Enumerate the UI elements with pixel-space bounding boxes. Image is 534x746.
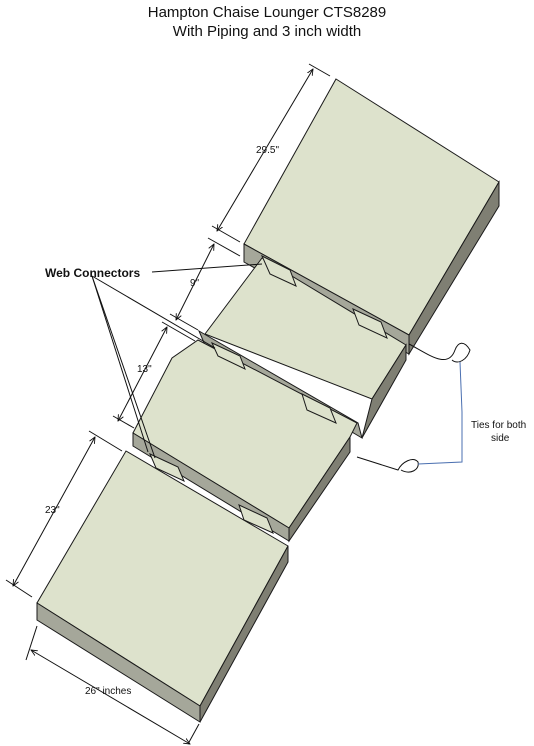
- leader-line: [91, 275, 156, 459]
- extension-line: [207, 237, 241, 257]
- web-connector-tab: [301, 393, 337, 424]
- dim-label-width: 26" inches: [85, 686, 131, 697]
- extension-line: [88, 430, 123, 452]
- web-connector-tab: [352, 308, 388, 339]
- leader-line: [91, 275, 149, 453]
- ties-label-line2: side: [491, 433, 510, 444]
- extension-line: [169, 313, 199, 331]
- ties-label-line1: Ties for both: [471, 420, 526, 431]
- dim-line-9: [176, 244, 214, 320]
- ties: [356, 342, 471, 473]
- extension-line: [5, 579, 33, 598]
- extension-line: [211, 225, 241, 243]
- web-connector-leaders: [91, 263, 263, 459]
- dim-line-29-5: [217, 69, 313, 231]
- extension-line: [187, 723, 200, 745]
- dim-label-23: 23": [45, 505, 60, 516]
- dim-line-23: [13, 437, 95, 586]
- dimension-lines: [5, 63, 331, 745]
- web-connector-tab: [260, 254, 297, 287]
- dim-line-26: [31, 650, 190, 744]
- diagram-subtitle: With Piping and 3 inch width: [172, 23, 362, 40]
- web-connector-tabs: [149, 254, 388, 534]
- dim-label-9: 9": [190, 278, 200, 289]
- extension-line: [308, 63, 331, 77]
- web-connector-tab: [238, 504, 274, 534]
- extension-line: [161, 321, 196, 342]
- leader-line: [151, 263, 263, 273]
- dim-line-13: [118, 327, 167, 421]
- upper-tie: [408, 342, 471, 363]
- web-connectors-label: Web Connectors: [45, 266, 140, 280]
- web-connector-tab: [210, 341, 246, 370]
- dim-label-29-5: 29.5": [256, 145, 279, 156]
- leader-line: [91, 275, 216, 349]
- diagram-title: Hampton Chaise Lounger CTS8289: [147, 4, 387, 21]
- extension-line: [25, 625, 38, 661]
- lower-tie: [356, 456, 419, 473]
- extension-line: [112, 415, 135, 429]
- dim-label-13: 13": [137, 364, 152, 375]
- web-connector-tab: [149, 452, 185, 483]
- ties-pointer: [417, 361, 463, 465]
